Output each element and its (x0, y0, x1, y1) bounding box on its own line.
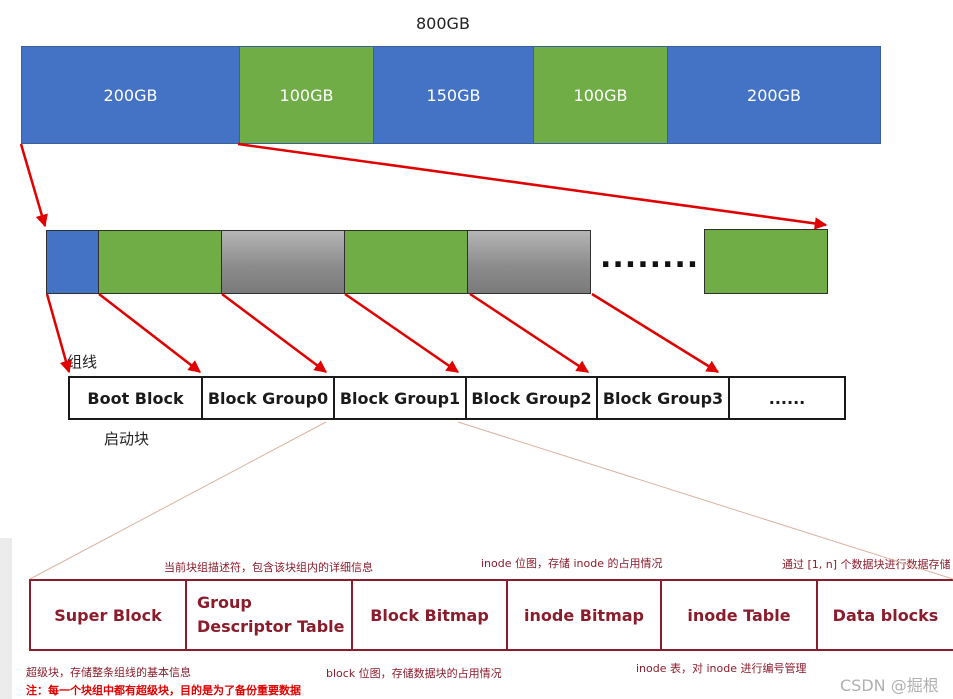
partition-boot-block (46, 230, 99, 294)
cell-label: Boot Block (87, 388, 184, 408)
disk-segment: 200GB (22, 47, 240, 143)
boot-block-cell: Boot Block (68, 376, 203, 420)
block-bitmap-note: block 位图，存储数据块的占用情况 (326, 667, 502, 680)
cell-label: Group Descriptor Table (197, 593, 345, 636)
arrow-group1 (221, 293, 327, 373)
cell-label: Block Bitmap (370, 605, 489, 625)
arrow-group2 (344, 292, 460, 374)
block-group-cell: Block Group1 (335, 376, 467, 420)
partition-block-group (467, 230, 591, 294)
zoom-line-left (29, 421, 327, 580)
block-group-cell: Block Group0 (203, 376, 335, 420)
zoom-line-right (457, 421, 953, 580)
boot-block-caption: 启动块 (104, 430, 150, 448)
group-descriptor-table-cell: Group Descriptor Table (187, 579, 353, 651)
super-block-note: 超级块，存储整条组线的基本信息 (26, 666, 191, 679)
cell-label: inode Bitmap (524, 605, 644, 625)
cell-label: inode Table (687, 605, 791, 625)
block-group-table: Boot Block Block Group0 Block Group1 Blo… (68, 376, 846, 420)
block-group-cell: Block Group2 (467, 376, 598, 420)
inode-bitmap-cell: inode Bitmap (508, 579, 662, 651)
group-line-label: 组线 (67, 353, 98, 371)
group-detail-table: Super Block Group Descriptor Table Block… (29, 579, 953, 651)
partition-block-group (98, 230, 222, 294)
arrow-disk-to-partition-left (19, 143, 48, 228)
disk-segment-label: 200GB (747, 85, 801, 105)
partition-block-group (221, 230, 345, 294)
disk-segment: 200GB (668, 47, 880, 143)
partition-block-group (344, 230, 468, 294)
backup-warning-note: 注：每一个块组中都有超级块，目的是为了备份重要数据 (26, 684, 301, 697)
disk-segment: 100GB (534, 47, 668, 143)
disk-bar: 200GB 100GB 150GB 100GB 200GB (21, 46, 881, 144)
arrow-group0 (98, 293, 201, 373)
cell-label: Data blocks (832, 605, 939, 625)
inode-table-cell: inode Table (662, 579, 818, 651)
super-block-cell: Super Block (29, 579, 187, 651)
disk-total-label: 800GB (416, 14, 470, 33)
inode-table-note: inode 表，对 inode 进行编号管理 (636, 662, 807, 675)
partition-block-group-last (704, 229, 828, 294)
data-blocks-cell: Data blocks (818, 579, 953, 651)
disk-segment-label: 200GB (103, 85, 158, 105)
arrow-group3 (469, 292, 590, 374)
cell-label: ...... (768, 388, 806, 408)
side-strip (0, 538, 12, 699)
disk-segment: 150GB (374, 47, 534, 143)
block-group-cell: Block Group3 (598, 376, 730, 420)
disk-segment: 100GB (240, 47, 374, 143)
cell-label: Super Block (54, 605, 162, 625)
arrow-more (591, 292, 720, 374)
arrow-boot-to-boot-cell (45, 293, 72, 374)
gdt-note: 当前块组描述符，包含该块组内的详细信息 (164, 561, 373, 574)
cell-label: Block Group1 (339, 388, 461, 408)
disk-segment-label: 100GB (573, 85, 628, 105)
cell-label: Block Group2 (471, 388, 592, 408)
more-groups-cell: ...... (730, 376, 846, 420)
disk-segment-label: 150GB (426, 85, 481, 105)
inode-bitmap-note: inode 位图，存储 inode 的占用情况 (481, 557, 663, 570)
cell-label: Block Group3 (602, 388, 724, 408)
watermark: CSDN @掘根 (840, 676, 939, 695)
partition-ellipsis: ........ (600, 240, 700, 275)
cell-label: Block Group0 (207, 388, 329, 408)
data-blocks-note: 通过 [1, n] 个数据块进行数据存储 (782, 558, 951, 571)
arrow-disk-to-partition-right (237, 142, 828, 230)
disk-segment-label: 100GB (279, 85, 334, 105)
block-bitmap-cell: Block Bitmap (353, 579, 508, 651)
